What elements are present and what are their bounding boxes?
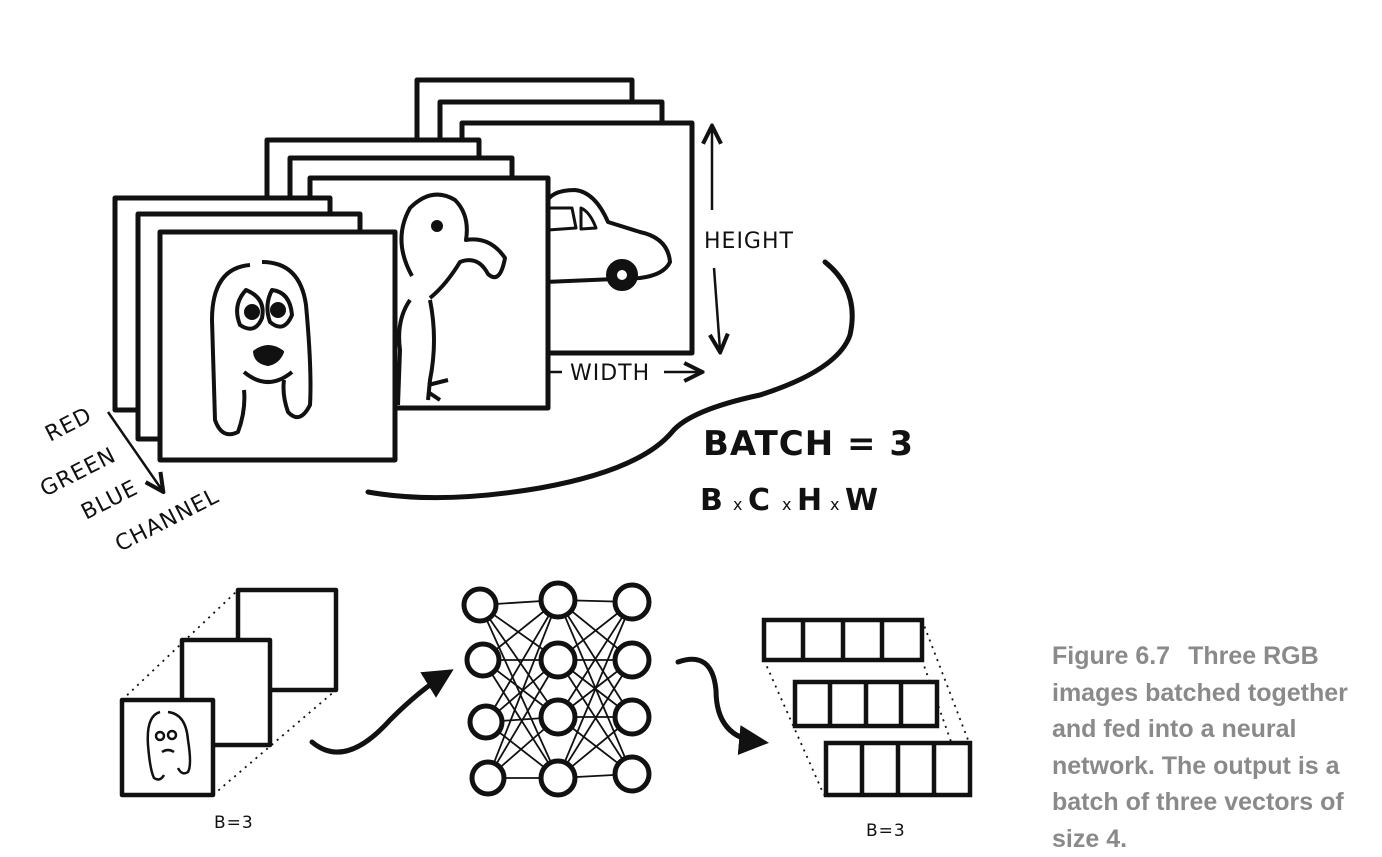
- figure-number: Figure 6.7: [1052, 642, 1171, 670]
- formula-times-3: x: [830, 495, 839, 514]
- input-batch: B=3: [119, 587, 339, 833]
- hidden-node-1: [538, 580, 578, 620]
- network-edges: [479, 599, 633, 779]
- bird-drawing: [396, 192, 507, 406]
- formula-w: W: [845, 483, 878, 518]
- input-node-1: [461, 586, 499, 624]
- output-arrow: [675, 656, 769, 756]
- formula-b: B: [700, 483, 723, 518]
- blue-label: BLUE: [77, 476, 142, 526]
- formula-times-2: x: [782, 495, 791, 514]
- output-batch-label: B=3: [866, 821, 906, 841]
- neural-network: [461, 580, 652, 798]
- width-label: WIDTH: [570, 361, 650, 386]
- input-image-1: [119, 697, 216, 798]
- input-arrow: [309, 669, 454, 755]
- output-vector-2: [792, 679, 940, 729]
- hidden-node-3: [538, 697, 578, 737]
- height-label: HEIGHT: [704, 229, 794, 254]
- formula-h: H: [797, 483, 822, 518]
- formula-times-1: x: [733, 495, 742, 514]
- batch-brace: [365, 259, 855, 501]
- hidden-node-2: [538, 640, 578, 680]
- dog-image-stack: [112, 195, 398, 463]
- output-node-1: [612, 582, 652, 622]
- formula-c: C: [748, 483, 770, 518]
- output-node-4: [612, 754, 652, 794]
- output-node-2: [612, 640, 652, 680]
- input-node-2: [464, 641, 502, 679]
- output-vector-1: [761, 617, 925, 663]
- input-node-3: [467, 703, 505, 741]
- caption-text: Three RGB images batched together and fe…: [1052, 642, 1348, 853]
- hidden-node-4: [538, 758, 578, 798]
- network-nodes: [461, 580, 652, 798]
- output-vector-3: [823, 740, 973, 798]
- batch-formula: B x C x H x W: [700, 483, 878, 518]
- height-dimension: [712, 128, 720, 350]
- output-node-3: [612, 697, 652, 737]
- input-node-4: [469, 759, 507, 797]
- dog-blue-channel: [157, 229, 398, 463]
- output-batch: B=3: [761, 617, 973, 841]
- dog-drawing: [210, 260, 313, 437]
- red-label: RED: [41, 403, 96, 448]
- batch-label: BATCH = 3: [703, 424, 914, 464]
- input-batch-label: B=3: [214, 813, 254, 833]
- input-dog-drawing: [146, 710, 192, 781]
